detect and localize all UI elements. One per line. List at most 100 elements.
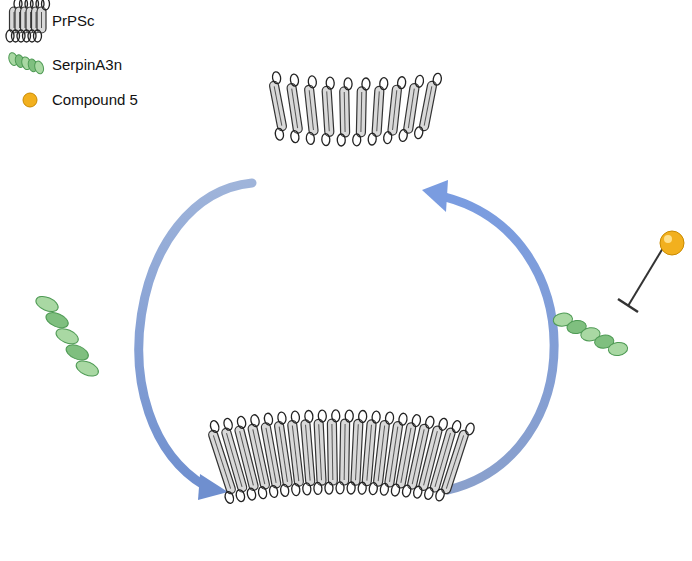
strand-loop xyxy=(385,412,394,425)
strand-loop xyxy=(397,76,406,89)
strand-loop xyxy=(380,483,390,496)
strand-loop xyxy=(272,71,282,84)
cycle-arrow xyxy=(139,183,252,486)
strand-line xyxy=(25,12,26,28)
strand-loop xyxy=(269,485,279,498)
helix-turn xyxy=(74,358,101,379)
strand-line xyxy=(41,12,42,28)
strand-loop xyxy=(337,134,345,146)
beta-strand xyxy=(398,74,424,144)
strand-loop xyxy=(291,483,300,496)
strand-body xyxy=(356,87,366,137)
compound-ball xyxy=(660,231,684,255)
beta-strand xyxy=(300,75,323,144)
serpin-helix xyxy=(30,286,105,386)
strand-loop xyxy=(390,483,400,496)
strand-line xyxy=(356,424,359,480)
strand-line xyxy=(292,89,298,129)
strand-body xyxy=(372,86,384,136)
arrow-head xyxy=(422,180,448,212)
strand-line xyxy=(306,425,311,481)
strand-loop xyxy=(308,75,317,88)
strand-body xyxy=(314,419,326,485)
strand-line xyxy=(424,86,432,125)
strand-loop xyxy=(345,410,353,422)
strand-loop xyxy=(344,78,352,90)
beta-strand xyxy=(282,74,308,144)
strand-loop xyxy=(304,410,313,423)
helix-turn xyxy=(64,342,91,363)
strand-line xyxy=(14,12,15,28)
serpin-helix xyxy=(547,305,633,364)
strand-line xyxy=(360,92,362,132)
strand-loop xyxy=(325,482,333,494)
strand-body xyxy=(269,81,287,132)
strand-loop xyxy=(438,418,449,432)
strand-line xyxy=(279,427,287,482)
strand-loop xyxy=(302,483,311,496)
strand-line xyxy=(30,12,31,28)
strand-loop xyxy=(464,422,475,436)
strand-loop xyxy=(398,413,408,426)
strand-line xyxy=(344,424,346,480)
strand-line xyxy=(327,91,330,131)
strand-loop xyxy=(401,484,411,497)
strand-line xyxy=(266,428,276,483)
strand-loop xyxy=(434,488,445,502)
strand-loop xyxy=(306,132,315,145)
strand-body xyxy=(304,85,318,136)
strand-loop xyxy=(263,413,273,426)
strand-body xyxy=(340,87,350,137)
strand-loop xyxy=(362,78,370,90)
prion-fibril xyxy=(201,410,475,505)
strand-body xyxy=(340,419,350,485)
strand-loop xyxy=(224,491,235,505)
strand-loop xyxy=(379,77,388,89)
strand-loop xyxy=(290,74,300,87)
strand-line xyxy=(408,89,414,129)
strand-loop xyxy=(246,487,257,501)
strand-loop xyxy=(314,482,323,494)
legend-label: Compound 5 xyxy=(52,91,138,109)
strand-loop xyxy=(368,133,377,145)
strand-loop xyxy=(414,126,424,139)
inhibition-line xyxy=(628,248,663,306)
strand-loop xyxy=(412,485,423,499)
strand-line xyxy=(390,427,398,482)
strand-line xyxy=(377,91,380,131)
strand-loop xyxy=(432,73,442,86)
strand-loop xyxy=(280,484,290,497)
strand-loop xyxy=(250,414,260,427)
strand-line xyxy=(344,92,346,132)
strand-line xyxy=(19,12,20,28)
strand-body xyxy=(322,86,334,136)
beta-strand xyxy=(318,77,338,146)
strand-body xyxy=(403,83,419,134)
strand-loop xyxy=(257,486,267,499)
strand-line xyxy=(309,90,313,130)
strand-loop xyxy=(358,482,367,495)
strand-line xyxy=(274,86,282,125)
beta-strand xyxy=(336,78,353,146)
strand-loop xyxy=(291,411,300,424)
strand-loop xyxy=(332,410,340,422)
inhibition-bar xyxy=(618,299,638,312)
legend-samples xyxy=(4,0,49,107)
helix-turn xyxy=(608,341,629,356)
strand-line xyxy=(36,12,37,28)
strand-body xyxy=(301,419,315,486)
beta-strand xyxy=(264,71,293,141)
strand-loop xyxy=(209,420,220,434)
beta-strand xyxy=(368,77,388,146)
strand-loop xyxy=(423,487,434,501)
strand-body xyxy=(351,419,363,485)
strand-line xyxy=(367,425,372,481)
beta-strand xyxy=(353,78,370,146)
strand-loop xyxy=(34,30,42,42)
legend-label: PrPSc xyxy=(52,12,95,30)
strand-body xyxy=(327,419,337,485)
beta-strand xyxy=(414,71,443,141)
legend-ball xyxy=(23,93,37,107)
strand-body xyxy=(441,429,470,495)
